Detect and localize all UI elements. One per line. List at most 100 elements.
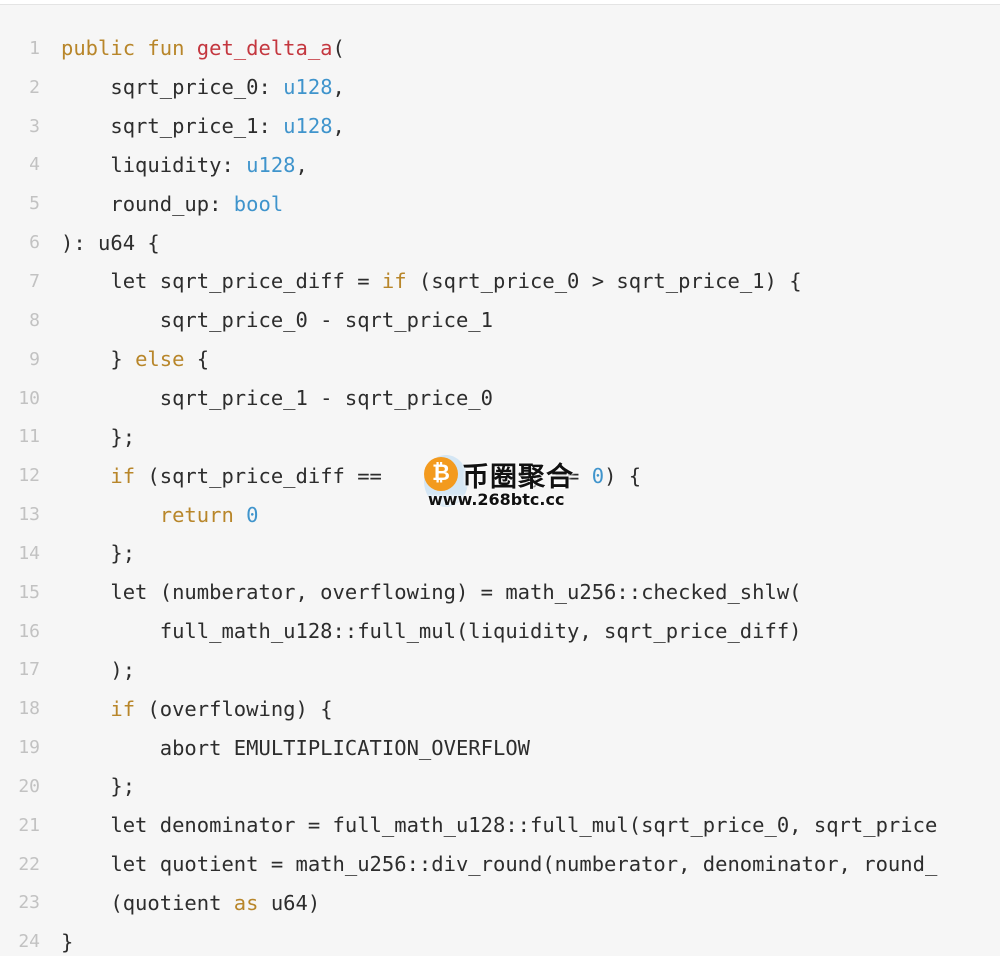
- line-number: 16: [18, 620, 40, 642]
- code-token: ,: [332, 114, 345, 139]
- line-code: public fun get_delta_a(: [61, 36, 345, 60]
- code-token: ): u64 {: [61, 230, 160, 255]
- code-token: };: [61, 424, 136, 449]
- line-code: full_math_u128::full_mul(liquidity, sqrt…: [61, 619, 802, 643]
- line-code: let quotient = math_u256::div_round(numb…: [61, 852, 937, 876]
- code-line: 7 let sqrt_price_diff = if (sqrt_price_0…: [0, 262, 1000, 301]
- line-number: 20: [18, 775, 40, 797]
- line-number: 3: [29, 115, 40, 137]
- line-number: 24: [18, 931, 40, 953]
- line-number: 11: [18, 426, 40, 448]
- code-token: u128: [283, 75, 333, 100]
- code-line: 9 } else {: [0, 340, 1000, 379]
- line-number: 8: [29, 309, 40, 331]
- line-number: 18: [18, 698, 40, 720]
- code-token: ,: [332, 75, 345, 100]
- line-code: ): u64 {: [61, 231, 160, 255]
- code-token: abort EMULTIPLICATION_OVERFLOW: [61, 735, 530, 760]
- code-line: 4 liquidity: u128,: [0, 146, 1000, 185]
- line-number: 2: [29, 76, 40, 98]
- code-token: if: [110, 696, 136, 721]
- line-number: 12: [18, 465, 40, 487]
- code-token: round_up:: [61, 191, 234, 216]
- line-number: 10: [18, 387, 40, 409]
- line-code: liquidity: u128,: [61, 153, 308, 177]
- code-token: as: [233, 890, 259, 915]
- code-token: };: [61, 541, 136, 566]
- code-token: u64): [258, 890, 321, 915]
- code-line: 15 let (numberator, overflowing) = math_…: [0, 573, 1000, 612]
- line-code: }: [61, 930, 73, 954]
- line-code: let denominator = full_math_u128::full_m…: [61, 813, 937, 837]
- line-code: sqrt_price_0 - sqrt_price_1: [61, 308, 493, 332]
- code-token: }: [61, 347, 136, 372]
- code-token: if: [110, 463, 136, 488]
- code-line: 12 if (sqrt_price_diff == ty == 0) {: [0, 456, 1000, 495]
- code-token: (: [332, 36, 345, 61]
- code-token: let sqrt_price_diff =: [61, 269, 382, 294]
- code-token: ) {: [604, 463, 642, 488]
- code-token: }: [61, 929, 74, 954]
- code-token: sqrt_price_0 - sqrt_price_1: [61, 308, 493, 333]
- code-line: 18 if (overflowing) {: [0, 689, 1000, 728]
- code-token: [61, 464, 110, 488]
- code-token: ,: [295, 152, 308, 177]
- line-number: 23: [18, 892, 40, 914]
- line-code: } else {: [61, 347, 209, 371]
- code-token: if: [381, 269, 407, 294]
- code-token: (sqrt_price_diff ==: [135, 463, 395, 488]
- code-token: [234, 503, 246, 527]
- code-line: 11 };: [0, 417, 1000, 456]
- code-token: {: [184, 347, 210, 372]
- line-number: 6: [29, 232, 40, 254]
- code-token: let denominator = full_math_u128::full_m…: [61, 813, 938, 838]
- line-number: 4: [29, 154, 40, 176]
- code-token: sqrt_price_1:: [61, 114, 284, 139]
- code-line: 10 sqrt_price_1 - sqrt_price_0: [0, 379, 1000, 418]
- line-number: 7: [29, 270, 40, 292]
- line-number: 5: [29, 193, 40, 215]
- line-code: abort EMULTIPLICATION_OVERFLOW: [61, 736, 530, 760]
- code-line: 24}: [0, 922, 1000, 956]
- code-token: );: [61, 657, 136, 682]
- line-code: };: [61, 425, 135, 449]
- code-line: 6 ): u64 {: [0, 223, 1000, 262]
- line-code: };: [61, 774, 135, 798]
- code-token: 0: [591, 463, 605, 488]
- line-number: 14: [18, 542, 40, 564]
- line-number: 21: [18, 814, 40, 836]
- line-number: 13: [18, 504, 40, 526]
- code-line: 8 sqrt_price_0 - sqrt_price_1: [0, 301, 1000, 340]
- code-line: 16 full_math_u128::full_mul(liquidity, s…: [0, 612, 1000, 651]
- code-token: return: [159, 502, 234, 527]
- code-token: get_delta_a: [196, 36, 333, 61]
- code-token: ty ==: [394, 463, 592, 488]
- line-number: 22: [18, 853, 40, 875]
- code-token: sqrt_price_0:: [61, 75, 284, 100]
- line-code: (quotient as u64): [61, 891, 320, 915]
- code-line: 23 (quotient as u64): [0, 884, 1000, 923]
- line-code: round_up: bool: [61, 192, 283, 216]
- code-token: u128: [246, 152, 296, 177]
- line-number: 15: [18, 581, 40, 603]
- code-line: 3 sqrt_price_1: u128,: [0, 107, 1000, 146]
- line-code: sqrt_price_1: u128,: [61, 114, 345, 138]
- line-code: );: [61, 658, 135, 682]
- code-token: else: [135, 347, 185, 372]
- code-token: [61, 503, 160, 527]
- line-code: return 0: [61, 503, 259, 527]
- line-code: };: [61, 541, 135, 565]
- line-code: sqrt_price_1 - sqrt_price_0: [61, 386, 493, 410]
- code-token: liquidity:: [61, 152, 247, 177]
- code-line: 5 round_up: bool: [0, 184, 1000, 223]
- code-token: sqrt_price_1 - sqrt_price_0: [61, 386, 493, 411]
- line-code: if (overflowing) {: [61, 696, 332, 721]
- line-code: let sqrt_price_diff = if (sqrt_price_0 >…: [61, 269, 801, 294]
- code-line: 21 let denominator = full_math_u128::ful…: [0, 806, 1000, 845]
- code-token: full_math_u128::full_mul(liquidity, sqrt…: [61, 619, 802, 644]
- line-code: if (sqrt_price_diff == ty == 0) {: [61, 464, 641, 488]
- code-token: u128: [283, 114, 333, 139]
